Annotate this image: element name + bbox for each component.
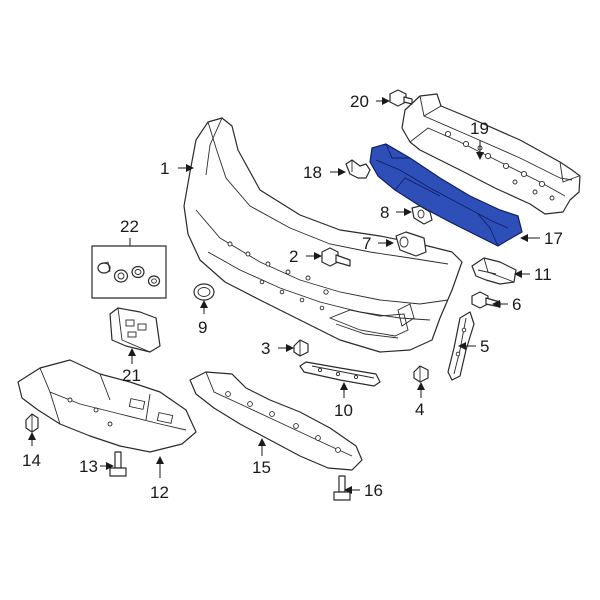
push-pin-18-part[interactable]	[345, 159, 371, 179]
cap-9-part[interactable]	[193, 283, 215, 301]
svg-text:5: 5	[480, 337, 489, 356]
callout-20: 20	[350, 92, 390, 111]
svg-text:6: 6	[512, 295, 521, 314]
callout-8: 8	[380, 203, 412, 222]
bracket-11-part[interactable]	[471, 257, 517, 285]
callout-22: 22	[120, 217, 139, 246]
svg-text:16: 16	[364, 481, 383, 500]
callout-9: 9	[198, 300, 208, 337]
svg-text:1: 1	[160, 159, 169, 178]
bolt-16-part[interactable]	[333, 475, 351, 501]
callout-14: 14	[22, 432, 41, 470]
callout-6: 6	[492, 295, 521, 314]
bracket-21-part[interactable]	[109, 307, 161, 353]
callout-17: 17	[520, 229, 563, 248]
bumper-cover-part[interactable]	[183, 117, 463, 353]
svg-text:2: 2	[289, 247, 298, 266]
callout-10: 10	[334, 382, 353, 420]
svg-text:7: 7	[362, 234, 371, 253]
callout-5: 5	[458, 337, 489, 356]
energy-absorber-highlighted-part[interactable]	[369, 143, 523, 247]
callout-4: 4	[415, 382, 425, 419]
svg-text:8: 8	[380, 203, 389, 222]
callout-13: 13	[79, 457, 114, 476]
callout-3: 3	[261, 339, 294, 358]
deflector-15-part[interactable]	[189, 371, 363, 471]
splash-shield-12-part[interactable]	[17, 359, 197, 453]
spacer-7-part[interactable]	[395, 231, 427, 257]
callout-19: 19	[470, 119, 489, 160]
svg-text:21: 21	[122, 366, 141, 385]
svg-text:3: 3	[261, 339, 270, 358]
callout-21: 21	[122, 348, 141, 385]
svg-text:12: 12	[150, 483, 169, 502]
svg-text:14: 14	[22, 451, 41, 470]
callout-16: 16	[344, 481, 383, 500]
bolt-8-part[interactable]	[411, 205, 433, 225]
clip-kit-22-part[interactable]	[91, 245, 167, 299]
svg-text:19: 19	[470, 119, 489, 138]
callout-18: 18	[303, 163, 346, 182]
svg-text:20: 20	[350, 92, 369, 111]
clip-4-part[interactable]	[413, 365, 429, 383]
impact-bar-part[interactable]	[401, 93, 581, 215]
callout-7: 7	[362, 234, 394, 253]
callout-11: 11	[514, 265, 552, 284]
bolt-20-part[interactable]	[389, 89, 413, 107]
callout-1: 1	[160, 159, 194, 178]
svg-text:10: 10	[334, 401, 353, 420]
lower-trim-10-part[interactable]	[299, 361, 381, 387]
svg-text:18: 18	[303, 163, 322, 182]
callout-15: 15	[252, 438, 271, 477]
svg-text:13: 13	[79, 457, 98, 476]
bolt-13-part[interactable]	[109, 451, 127, 477]
svg-text:4: 4	[415, 400, 424, 419]
bolt-2-part[interactable]	[321, 247, 351, 267]
callout-12: 12	[150, 456, 169, 502]
svg-text:9: 9	[198, 318, 207, 337]
callout-2: 2	[289, 247, 322, 266]
clip-14-part[interactable]	[25, 413, 39, 433]
svg-text:17: 17	[544, 229, 563, 248]
svg-text:22: 22	[120, 217, 139, 236]
svg-text:11: 11	[534, 265, 552, 284]
svg-text:15: 15	[252, 458, 271, 477]
clip-3-part[interactable]	[293, 339, 309, 357]
